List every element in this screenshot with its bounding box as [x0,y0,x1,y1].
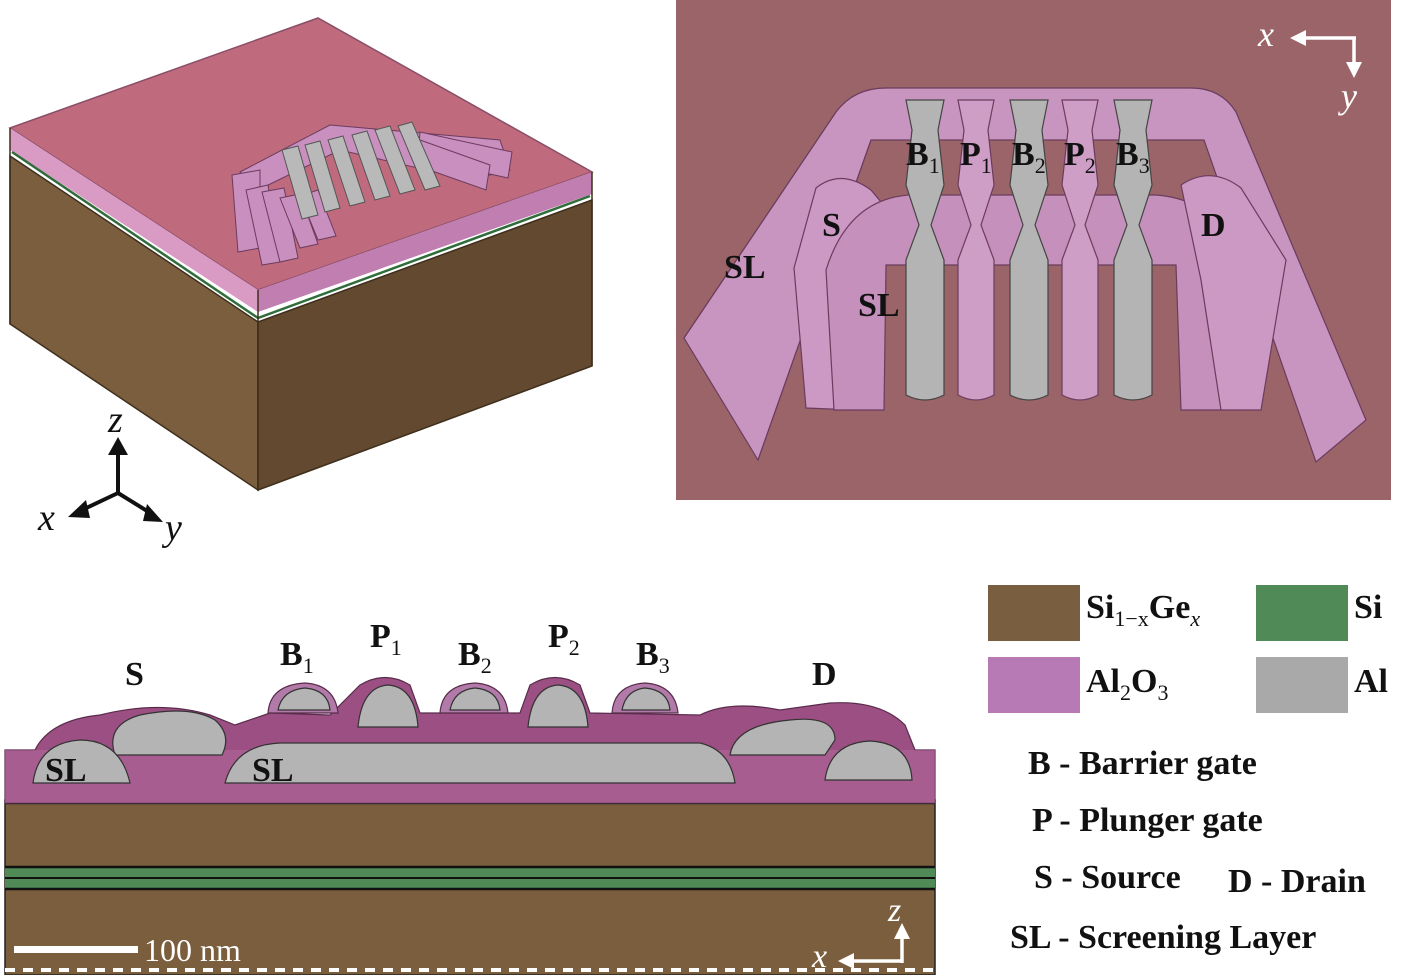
top-label-source: S [822,207,841,244]
top-view-panel: B1 P1 B2 P2 B3 SL S SL D x y [676,0,1391,500]
isometric-device-svg: z x y [8,17,594,549]
section-axes [838,923,910,969]
legend-def-screening: SL - Screening Layer [1010,919,1317,956]
section-sl-left [32,739,131,784]
iso-gate-structure [231,121,513,266]
section-gate-label-b2: B2 [458,636,492,678]
top-gate-label-p2: P2 [1064,136,1096,178]
top-gate-label-b3: B3 [1116,136,1150,178]
section-gate-label-p1: P1 [370,618,402,660]
top-view-svg: B1 P1 B2 P2 B3 SL S SL D x y [676,0,1391,500]
legend-swatch-sige [988,585,1080,641]
section-axis-x-label: x [811,938,827,975]
iso-axis-y-label: y [161,507,182,549]
legend-label-sige: Si1−xGex [1086,589,1201,631]
legend-swatch-si [1256,585,1348,641]
section-sl-right [824,740,913,781]
cross-section-svg: S D SL SL B1 P1 B2 P2 B3 100 nm x z [4,618,936,976]
legend-def-drain: D - Drain [1228,863,1366,900]
legend-label-al2o3: Al2O3 [1086,663,1169,705]
top-axis-x-label: x [1257,14,1274,54]
iso-right-oxide-layer [258,172,592,312]
section-label-source: S [125,656,144,693]
legend-swatch-al [1256,657,1348,713]
section-gate-labels: B1 P1 B2 P2 B3 [280,618,670,678]
legend-label-si: Si [1354,589,1383,626]
top-view-drain-arm [1180,175,1287,411]
top-view-axes [1290,30,1362,78]
iso-axes-triad [68,437,163,522]
top-label-sl-outer: SL [724,249,766,286]
legend-panel: Si1−xGex Si Al2O3 Al B - Barrier gate P … [980,575,1410,975]
section-label-drain: D [812,656,837,693]
section-plunger-gates [357,684,589,728]
top-view-plunger-gates [957,99,1099,401]
iso-axis-x-label: x [37,497,55,539]
scale-bar-label: 100 nm [144,932,241,968]
top-gate-label-p1: P1 [960,136,992,178]
iso-front-oxide-layer [10,128,258,312]
section-source-electrode [112,710,227,756]
top-view-gate-labels: B1 P1 B2 P2 B3 [906,136,1150,178]
legend-label-al: Al [1354,663,1388,700]
top-axis-y-label: y [1338,76,1357,116]
legend-swatch-al2o3 [988,657,1080,713]
section-drain-electrode [729,718,836,756]
top-gate-label-b1: B1 [906,136,940,178]
section-label-sl-center: SL [252,752,294,789]
section-axis-z-label: z [887,892,901,929]
top-label-sl-inner: SL [858,287,900,324]
legend-def-plunger: P - Plunger gate [1032,802,1263,839]
legend-def-source: S - Source [1034,859,1181,896]
top-gate-label-b2: B2 [1012,136,1046,178]
top-label-drain: D [1201,207,1226,244]
section-gate-label-b3: B3 [636,636,670,678]
isometric-device-view: z x y [0,0,660,560]
cross-section-panel: S D SL SL B1 P1 B2 P2 B3 100 nm x z [0,575,940,976]
section-gate-label-p2: P2 [548,618,580,660]
scale-bar [14,946,138,953]
section-label-sl-left: SL [45,752,87,789]
top-view-barrier-gates [905,99,1153,401]
section-sl-center [224,742,736,784]
section-gate-label-b1: B1 [280,636,314,678]
section-barrier-gates [277,687,671,711]
legend-def-barrier: B - Barrier gate [1028,745,1257,782]
iso-axis-z-label: z [107,399,123,441]
